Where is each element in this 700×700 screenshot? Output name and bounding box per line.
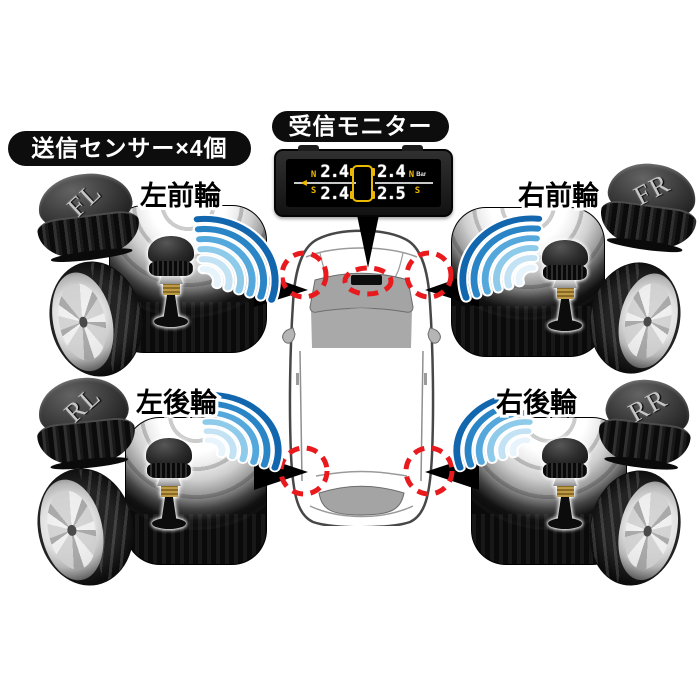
monitor-screen: ◀ N S 2.4 2.4 2.4 2.5 N Bar S: [286, 159, 441, 207]
car-mirror-left: [282, 327, 296, 344]
front-right-signal-waves: [457, 196, 545, 303]
right-top-marker: N: [408, 169, 415, 180]
receiver-monitor-device: ◀ N S 2.4 2.4 2.4 2.5 N Bar S: [274, 145, 453, 217]
front-right-pressure: 2.4: [377, 161, 406, 182]
right-markers: N Bar S: [408, 169, 427, 196]
front-left-valve-sensor: [148, 236, 194, 327]
transmitter-sensors-pill: 送信センサー×4個: [8, 131, 251, 166]
pressure-unit: Bar: [416, 172, 427, 178]
rear-left-sensor-cap: RL: [32, 373, 139, 473]
front-right-wheel-label: 右前輪: [515, 180, 602, 213]
front-left-signal-waves: [191, 196, 281, 305]
left-markers: N S: [310, 169, 317, 196]
left-bottom-marker: S: [310, 185, 317, 196]
front-left-pressure: 2.4: [320, 161, 349, 182]
rear-right-position-circle: [403, 445, 455, 497]
car-outline-icon: [350, 164, 376, 202]
car-roof: [311, 309, 412, 348]
monitor-position-circle: [342, 265, 394, 297]
rear-left-signal-waves: [196, 374, 284, 473]
front-right-sensor-cap: FR: [596, 158, 700, 257]
rear-right-signal-waves: [451, 374, 539, 473]
rear-right-pressure: 2.5: [377, 183, 406, 204]
rear-right-valve-sensor: [542, 438, 588, 529]
signal-icon: ◀: [300, 178, 307, 187]
car-dash-monitor: [351, 275, 382, 285]
rear-right-sensor-cap: RR: [595, 375, 697, 474]
car-mirror-right: [427, 327, 441, 344]
front-left-position-circle: [279, 250, 329, 300]
car-windshield: [309, 272, 414, 313]
front-left-sensor-cap: FL: [31, 168, 143, 266]
rear-left-position-circle: [278, 445, 330, 497]
monitor-mount-tab: [298, 145, 319, 151]
front-right-position-circle: [404, 250, 454, 300]
front-left-wheel-label: 左前輪: [137, 180, 224, 213]
rear-right-wheel-label: 右後輪: [493, 387, 580, 420]
car-rear-glass: [318, 485, 405, 516]
rear-left-pressure: 2.4: [320, 183, 349, 204]
front-right-valve-sensor: [542, 240, 588, 331]
monitor-mount-tab: [402, 145, 423, 151]
car-top-view: [282, 229, 441, 526]
left-top-marker: N: [310, 169, 317, 180]
right-bottom-marker: S: [414, 185, 421, 196]
rear-left-valve-sensor: [146, 438, 192, 529]
left-pressure-values: 2.4 2.4: [320, 161, 349, 204]
rear-left-wheel-label: 左後輪: [133, 387, 220, 420]
right-pressure-values: 2.4 2.5: [377, 161, 406, 204]
monitor-pointer-arrow: [357, 215, 379, 268]
receiver-monitor-pill: 受信モニター: [272, 111, 449, 142]
